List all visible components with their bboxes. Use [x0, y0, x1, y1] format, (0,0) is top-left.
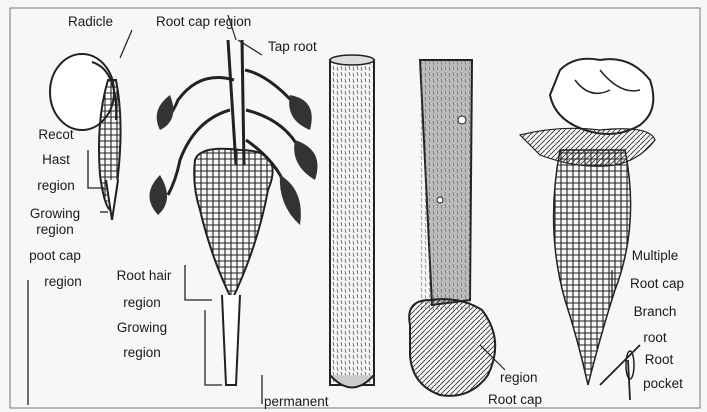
label-poot-cap: poot cap — [18, 248, 92, 263]
label-multiple: Multiple — [618, 248, 692, 263]
label-region-5: region — [104, 345, 180, 360]
label-root-hair: Root hair — [100, 268, 188, 283]
label-growing-1: Growing — [14, 206, 96, 221]
label-region-3: region — [32, 274, 94, 289]
root-hair-zone-shape — [194, 149, 272, 300]
label-root-pocket-1: Root — [632, 352, 686, 367]
label-permanent: permanent — [264, 394, 329, 409]
multiple-root-cap-drawing — [520, 59, 655, 400]
label-radicle: Radicle — [68, 14, 113, 29]
label-root-cap-bottom: Root cap — [488, 392, 542, 407]
thick-root-drawing — [409, 60, 505, 396]
label-recot: Recot — [28, 127, 84, 142]
label-branch: Branch — [618, 304, 692, 319]
label-tap-root: Tap root — [268, 39, 317, 54]
label-region-1: region — [28, 178, 84, 193]
label-root-cap-region: Root cap region — [156, 14, 251, 29]
label-region-6: region — [500, 370, 538, 385]
label-growing-2: Growing — [100, 320, 184, 335]
label-region-4: region — [104, 295, 180, 310]
label-root-right: root — [622, 330, 688, 345]
permanent-region-drawing — [330, 55, 374, 388]
label-pocket: pocket — [632, 376, 694, 391]
fibrous-roots-shape — [554, 150, 631, 385]
growing-tip-shape — [222, 295, 240, 385]
label-region-2: region — [24, 222, 86, 237]
label-root-cap-right: Root cap — [618, 276, 696, 291]
label-hast: Hast — [28, 152, 84, 167]
